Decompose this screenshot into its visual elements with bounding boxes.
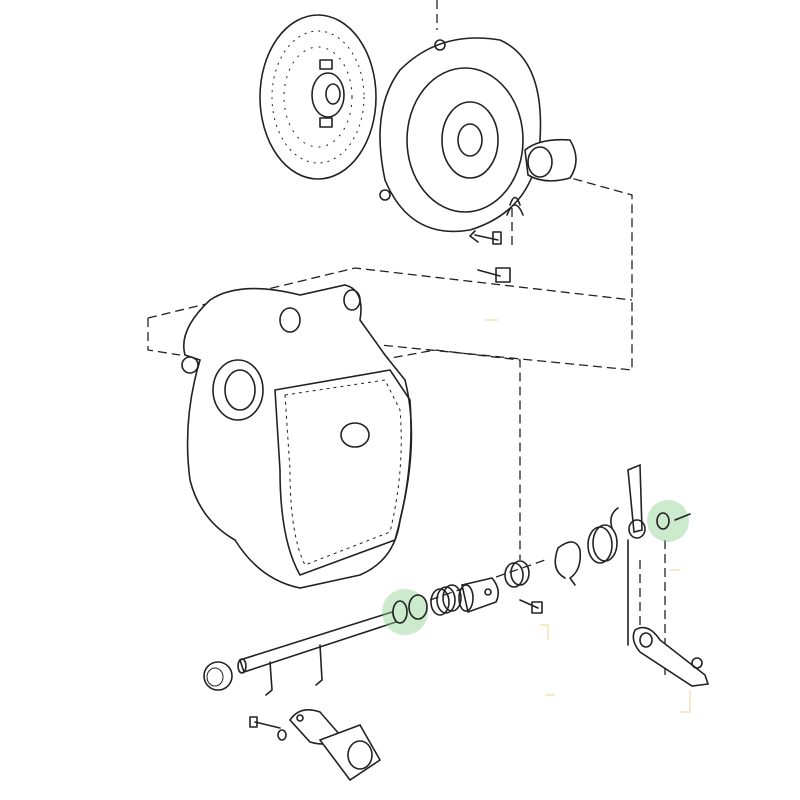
bushing[interactable] — [203, 661, 233, 691]
cover-bolts[interactable] — [249, 716, 287, 741]
reference-marks — [485, 319, 691, 713]
circlip-highlighted[interactable] — [382, 589, 428, 635]
bolt[interactable] — [469, 230, 502, 245]
washer[interactable] — [408, 594, 428, 620]
lever-circlip-highlighted[interactable] — [647, 500, 691, 542]
set-screw[interactable] — [519, 599, 543, 614]
spring-seat[interactable] — [504, 560, 530, 588]
release-lever[interactable] — [627, 463, 646, 646]
spring-clip[interactable] — [554, 541, 582, 586]
clutch-shaft[interactable] — [237, 611, 398, 696]
release-fork-arm[interactable] — [632, 626, 710, 687]
torsion-spring[interactable] — [587, 507, 619, 564]
transmission-housing[interactable] — [181, 284, 413, 589]
shaft-spring[interactable] — [430, 584, 462, 616]
stud-bolt[interactable] — [477, 267, 511, 283]
clutch-disc[interactable] — [259, 14, 377, 180]
sleeve[interactable] — [458, 577, 500, 614]
guide-tube[interactable] — [318, 724, 382, 782]
release-bearing[interactable] — [506, 138, 577, 216]
pressure-plate[interactable] — [379, 37, 542, 233]
